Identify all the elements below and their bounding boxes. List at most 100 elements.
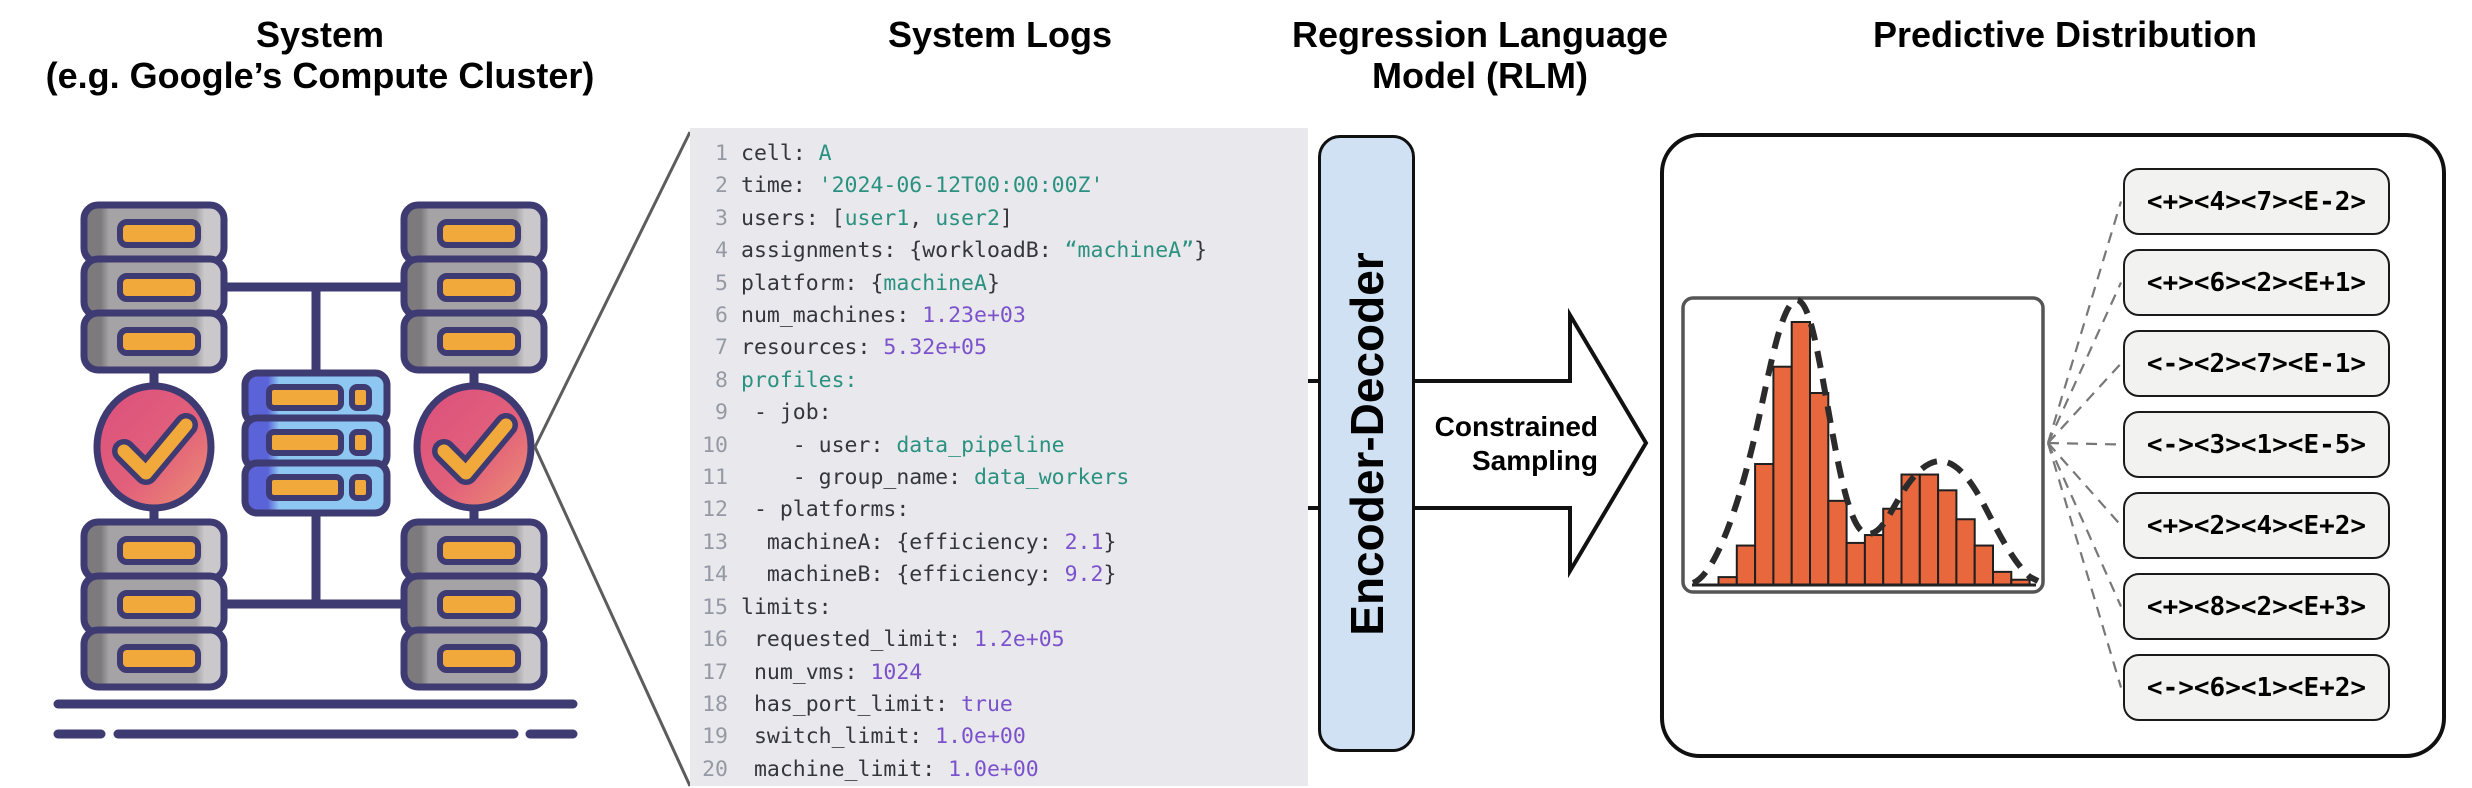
code-line: 20 machine_limit: 1.0e+00 — [698, 754, 1308, 786]
code-segment: } — [986, 270, 1000, 296]
code-segment: users: [ — [741, 205, 845, 231]
code-segment: has_port_limit: — [741, 691, 962, 717]
code-segment: 1.0e+00 — [935, 724, 1026, 750]
check-circle-icon — [413, 382, 535, 512]
code-line: 16 requested_limit: 1.2e+05 — [698, 624, 1308, 656]
header-rlm: Regression Language Model (RLM) — [1180, 14, 1780, 96]
token-chip: <+><8><2><E+3> — [2123, 573, 2390, 640]
code-segment: profiles: — [741, 367, 858, 393]
header-system-line2: (e.g. Google’s Compute Cluster) — [45, 55, 595, 96]
line-number: 11 — [702, 465, 728, 491]
line-number: 16 — [702, 627, 728, 653]
fan-line — [2046, 442, 2123, 607]
token-chip: <+><6><2><E+1> — [2123, 249, 2390, 316]
line-number: 12 — [702, 497, 728, 523]
code-segment: “machineA” — [1064, 238, 1195, 264]
token-chip: <-><2><7><E-1> — [2123, 330, 2390, 397]
code-segment: ] — [999, 205, 1013, 231]
code-segment: true — [961, 691, 1013, 717]
token-chip: <+><4><7><E-2> — [2123, 168, 2390, 235]
code-segment: machineA: {efficiency: — [741, 529, 1065, 555]
code-line: 15 limits: — [698, 592, 1308, 624]
density-curve — [1691, 296, 2040, 586]
line-number: 18 — [702, 691, 728, 717]
zoom-connector-lines — [533, 131, 692, 787]
server-rack-icon — [404, 522, 544, 687]
code-segment: - user: — [741, 432, 897, 458]
server-rack-icon — [84, 205, 224, 370]
line-number: 3 — [715, 205, 728, 231]
code-segment: - group_name: — [741, 465, 974, 491]
blue-server-icon — [245, 373, 387, 513]
token-chip: <-><3><1><E-5> — [2123, 411, 2390, 478]
code-segment: data_pipeline — [896, 432, 1065, 458]
line-number: 13 — [702, 529, 728, 555]
line-number: 9 — [715, 400, 728, 426]
line-number: 4 — [715, 238, 728, 264]
constrained-sampling-label: Constrained Sampling — [1348, 410, 1598, 478]
fan-line — [2047, 441, 2122, 446]
encoder-decoder-box: Encoder-Decoder — [1318, 135, 1415, 752]
histogram-bars — [1717, 321, 2031, 587]
code-segment: resources: — [741, 335, 884, 361]
sample-fan-lines — [2046, 201, 2123, 688]
line-number: 14 — [702, 562, 728, 588]
code-line: 19 switch_limit: 1.0e+00 — [698, 721, 1308, 753]
code-segment: } — [1103, 562, 1117, 588]
compute-cluster-icon — [53, 205, 578, 739]
code-segment: 5.32e+05 — [883, 335, 987, 361]
line-number: 10 — [702, 432, 728, 458]
code-segment: - platforms: — [741, 497, 910, 523]
code-segment: 2.1 — [1064, 529, 1104, 555]
line-number: 19 — [702, 724, 728, 750]
line-number: 2 — [715, 173, 728, 199]
predictive-distribution-box — [1660, 133, 2446, 758]
constrained-sampling-line1: Constrained — [1434, 411, 1598, 442]
token-chip: <-><6><1><E+2> — [2123, 654, 2390, 721]
line-number: 8 — [715, 367, 728, 393]
code-segment: time: — [741, 173, 819, 199]
code-segment: requested_limit: — [741, 627, 974, 653]
code-line: 14 machineB: {efficiency: 9.2} — [698, 559, 1308, 591]
token-chip: <+><2><4><E+2> — [2123, 492, 2390, 559]
header-rlm-line1: Regression Language — [1291, 14, 1669, 55]
code-segment: switch_limit: — [741, 724, 936, 750]
code-segment: 1.23e+03 — [922, 303, 1026, 329]
code-segment: '2024-06-12T00:00:00Z' — [818, 173, 1104, 199]
header-rlm-line2: Model (RLM) — [1372, 55, 1588, 96]
header-system-logs: System Logs — [887, 14, 1113, 55]
ground-lines — [53, 699, 578, 739]
code-segment: cell: — [741, 141, 819, 166]
line-number: 7 — [715, 335, 728, 361]
fan-line — [2046, 282, 2123, 444]
code-segment: 1.2e+05 — [974, 627, 1065, 653]
line-number: 6 — [715, 303, 728, 329]
code-segment: data_workers — [974, 465, 1130, 491]
code-segment: num_vms: — [741, 659, 871, 685]
code-segment: limits: — [741, 594, 832, 620]
code-line: 11 - group_name: data_workers — [698, 462, 1308, 494]
code-segment: A — [818, 141, 832, 166]
code-line: 7 resources: 5.32e+05 — [698, 332, 1308, 364]
code-line: 17 num_vms: 1024 — [698, 657, 1308, 689]
code-line: 8 profiles: — [698, 365, 1308, 397]
code-segment: num_machines: — [741, 303, 923, 329]
line-number: 17 — [702, 659, 728, 685]
code-segment: machineB: {efficiency: — [741, 562, 1065, 588]
code-line: 9 - job: — [698, 397, 1308, 429]
code-segment: } — [1194, 238, 1208, 264]
code-line: 18 has_port_limit: true — [698, 689, 1308, 721]
check-circle-icon — [93, 382, 215, 512]
line-number: 15 — [702, 594, 728, 620]
system-log-code-block: 1 cell: A 2 time: '2024-06-12T00:00:00Z' 3 us… — [690, 128, 1308, 786]
code-segment: machine_limit: — [741, 756, 949, 782]
line-number: 1 — [715, 141, 728, 166]
line-number: 5 — [715, 270, 728, 296]
fan-line — [2046, 201, 2123, 444]
code-segment: - job: — [741, 400, 832, 426]
code-segment: 1024 — [870, 659, 923, 685]
